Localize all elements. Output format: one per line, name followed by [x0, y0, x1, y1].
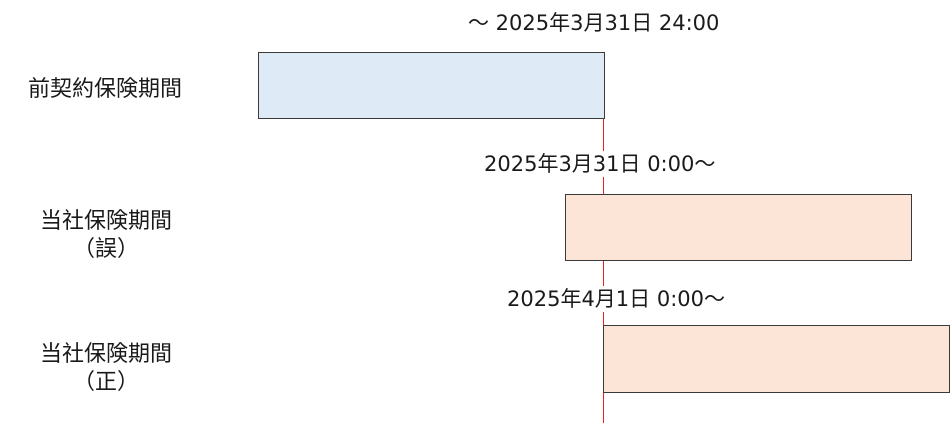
correct-period-label-line2: （正）	[73, 370, 140, 395]
prev-period-end-label: ～ 2025年3月31日 24:00	[466, 10, 722, 36]
wrong-period-start-label: 2025年3月31日 0:00～	[482, 151, 718, 177]
correct-period-bar	[603, 325, 950, 393]
wrong-period-label-line1: 当社保険期間	[40, 209, 173, 234]
correct-period-start-label: 2025年4月1日 0:00～	[505, 286, 727, 312]
wrong-period-label: 当社保険期間 （誤）	[40, 208, 172, 264]
prev-period-bar	[258, 52, 605, 119]
wrong-period-label-line2: （誤）	[73, 237, 140, 262]
boundary-line	[603, 118, 604, 423]
prev-period-label-line1: 前契約保険期間	[28, 77, 183, 102]
prev-period-label: 前契約保険期間	[28, 76, 182, 104]
wrong-period-bar	[565, 194, 912, 261]
correct-period-label: 当社保険期間 （正）	[40, 341, 172, 397]
correct-period-label-line1: 当社保険期間	[40, 342, 173, 367]
